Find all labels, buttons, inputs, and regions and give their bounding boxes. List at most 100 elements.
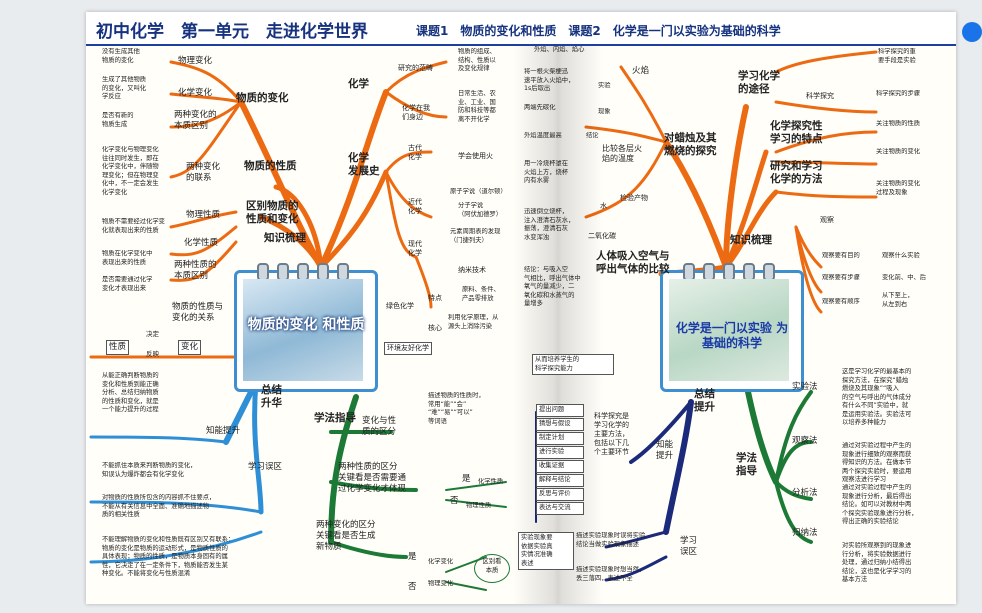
physical-property: 物理性质 — [186, 210, 221, 220]
ability-text: 从能正确判断物质的 变化和性质到能正确 分析、总结归纳物质 的性质和变化，就是 … — [102, 372, 159, 413]
candle-inquiry-label: 对蜡烛及其 燃烧的探究 — [664, 132, 717, 158]
distinguish-label: 区别物质的 性质和变化 — [246, 200, 299, 226]
outer-flame-hottest: 外焰温度最高 — [524, 132, 562, 139]
test-products: 检验产物 — [620, 194, 648, 202]
focus-process: 关注物质的变化 过程及现象 — [876, 180, 921, 196]
step-explain: 解释与结论 — [536, 474, 584, 487]
mind-map-page: 初中化学 第一单元 走进化学世界 课题1 物质的变化和性质 课题2 化学是一门以… — [86, 12, 956, 604]
observe-order-def: 从下至上， 从左到右 — [882, 292, 914, 308]
observe-label: 观察 — [820, 216, 834, 224]
inquiry-steps: 科学探究的步骤 — [876, 90, 921, 97]
ancient-chem: 古代 化学 — [408, 144, 422, 162]
mistake-3: 不能理解物质的变化和性质既有区别又有联系： 物质的变化是物质的运动形式，是物质性… — [102, 536, 235, 577]
mistake-r3: 描述实验现象时想当然， 丢三落四，表述不全 — [576, 566, 646, 582]
molecule-theory: 分子学说 （阿伏加德罗） — [458, 202, 503, 218]
observe-steps: 观察要有步骤 — [822, 274, 860, 281]
breath-conclusion: 结论：与吸入空 气相比，呼出气体中 氧气的量减少，二 氧化碳和水蒸气的 量增多 — [524, 266, 581, 307]
phys-property-result: 物理性质 — [466, 502, 492, 509]
observe-order: 观察要有顺序 — [822, 298, 860, 305]
left-knowledge-label: 知识梳理 — [264, 232, 306, 244]
mistake-2: 对物质的性质所包含的内容抓不住要点， 不能从有关信息中全面、准确地描述物 质的相… — [102, 494, 216, 518]
nano-tech: 纳米技术 — [458, 266, 486, 274]
physical-property-def: 物质不需要经过化学变 化就表现出来的性质 — [102, 218, 165, 234]
induction-method: 归纳法 — [792, 528, 818, 538]
change-difference-def: 是否有新的 物质生成 — [102, 112, 134, 128]
observe-purpose: 观察要有目的 — [822, 252, 860, 259]
step-evidence: 收集证据 — [536, 460, 584, 473]
app-badge-icon[interactable] — [962, 22, 982, 42]
chemical-property: 化学性质 — [184, 238, 219, 248]
property-difference-def: 是否需要通过化学 变化才表现出来 — [102, 276, 153, 292]
scope-label: 研究的范畴 — [398, 64, 433, 72]
learning-approach-label: 学习化学 的途径 — [738, 70, 780, 96]
lab-photo — [243, 279, 363, 381]
method-label: 研究和学习 化学的方法 — [770, 160, 823, 186]
step-plan: 制定计划 — [536, 432, 584, 445]
water-product: 水 — [600, 202, 607, 210]
focus-property: 关注物质的性质 — [876, 120, 921, 127]
use-fire: 学会使用火 — [458, 152, 493, 160]
property-wording: 描述物质的性质时， 常用“能”“会” “难”“易”“可以” 等词语 — [428, 392, 485, 425]
right-mistakes-label: 学习 误区 — [680, 536, 698, 558]
distinguish-change-property: 变化与性 质的区分 — [362, 416, 397, 438]
property-change-relation: 物质的性质与 变化的关系 — [172, 302, 224, 324]
unit-title: 初中化学 第一单元 走进化学世界 — [96, 22, 368, 42]
inquiry-ability: 从而培养学生的 科学探究能力 — [532, 354, 614, 375]
left-method-label: 学法指导 — [314, 412, 356, 424]
step-hypothesis: 猜想与假设 — [536, 418, 584, 431]
mistake-r2: 描述实验现象时误将实验 结论当做实验现象描述 — [576, 532, 646, 548]
physical-change-def: 没有生成其他 物质的变化 — [102, 48, 140, 64]
observe-what: 观察什么实验 — [882, 252, 920, 259]
inquiry-means: 科学探究的重 要手段是实验 — [878, 48, 916, 64]
around-us-def: 日常生活、农 业、工业、国 防和科技等都 离不开化学 — [458, 90, 496, 123]
induction-method-def: 对实验所观察到的现象进 行分析，将实验数据进行 处理，通过归纳小结得出 结论，这… — [842, 542, 912, 583]
co2-test: 迅速倒立烧杯， 注入澄清石灰水， 振荡，澄清石灰 水变浑浊 — [524, 208, 575, 241]
branch-lines — [89, 50, 878, 591]
property-of-matter-label: 物质的性质 — [244, 160, 297, 172]
experiment-label: 实验 — [598, 82, 611, 89]
step-reflect: 反思与评价 — [536, 488, 584, 501]
focus-change: 关注物质的变化 — [876, 148, 921, 155]
co2-product: 二氧化碳 — [588, 232, 616, 240]
step-question: 提出问题 — [536, 404, 584, 417]
left-ability-label: 知能提升 — [206, 426, 241, 436]
distinguish-changes: 两种变化的区分 关键看是否生成 新物质 — [316, 520, 376, 553]
observation-method: 观察法 — [792, 436, 818, 446]
phys-change-result: 物理变化 — [428, 580, 454, 587]
left-topic-card: 物质的变化 和性质 — [234, 263, 378, 392]
chem-property-result: 化学性质 — [478, 478, 504, 485]
breath-compare-label: 人体吸入空气与 呼出气体的比较 — [596, 250, 670, 276]
relation-property: 性质 — [106, 340, 130, 356]
green-chem: 绿色化学 — [386, 302, 414, 310]
left-summary-label: 总结 升华 — [261, 384, 282, 410]
core-label: 核心 — [428, 324, 442, 332]
chemical-change: 化学变化 — [178, 88, 213, 98]
yes-2: 是 — [408, 552, 417, 562]
scope-def: 物质的组成、 结构、性质以 及变化规律 — [458, 48, 496, 72]
feature-def: 原料、条件、 产品零排放 — [462, 286, 500, 302]
around-us-label: 化学在我 们身边 — [402, 104, 430, 122]
observation-method-def: 通过对实验过程中产生的 现象进行细致的观察而获 得知识的方法。在做本节 两个探究… — [842, 442, 912, 483]
chem-change-result: 化学变化 — [428, 558, 454, 565]
experiment-method-def: 这是学习化学的最基本的 探究方法，在探究“蜡烛 燃烧及其现象”“吸入 的空气与呼… — [842, 368, 912, 426]
core-def: 利用化学原理，从 源头上消除污染 — [448, 314, 499, 330]
compare-flame-temp: 比较各层火 焰的温度 — [602, 144, 642, 164]
modern-early-chem: 近代 化学 — [408, 198, 422, 216]
analysis-method: 分析法 — [792, 488, 818, 498]
yes-1: 是 — [462, 474, 471, 484]
match-experiment: 将一根火柴梗迅 速平放入火焰中， 1s后取出 — [524, 68, 575, 92]
left-mistakes-label: 学习误区 — [248, 462, 283, 472]
conclusion-label: 结论 — [586, 132, 599, 139]
physical-change: 物理变化 — [178, 56, 213, 66]
essence-bubble: 区别看 本质 — [474, 554, 510, 583]
water-test: 用一冷烧杯罩在 火焰上方，烧杯 内有水雾 — [524, 160, 569, 184]
chemistry-label: 化学 — [348, 78, 369, 90]
periodic-table: 元素周期表的发现 （门捷列夫） — [450, 228, 501, 244]
chemical-change-def: 生成了其他物质 的变化，又叫化 学反应 — [102, 76, 147, 100]
lesson-subtitle: 课题1 物质的变化和性质 课题2 化学是一门以实验为基础的科学 — [416, 24, 781, 38]
inquiry-method-text: 科学探究是 学习化学的 主要方法， 包括以下几 个主要环节 — [594, 412, 629, 457]
change-of-matter-label: 物质的变化 — [236, 92, 289, 104]
right-knowledge-label: 知识梳理 — [730, 234, 772, 246]
observe-before-after: 变化前、中、后 — [882, 274, 927, 281]
relation-reflects: 反映 — [146, 350, 159, 358]
